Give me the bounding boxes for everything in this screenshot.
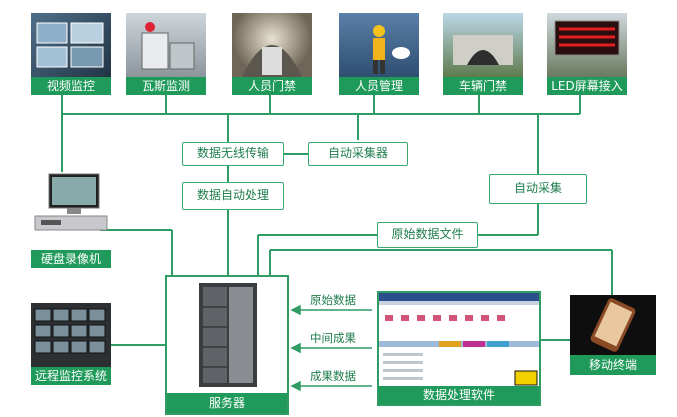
device-label-mobile: 移动终端 xyxy=(570,355,656,375)
module-label-vehicle: 车辆门禁 xyxy=(443,77,523,95)
dvr-icon xyxy=(34,173,108,231)
access-photo xyxy=(232,13,312,77)
server-icon xyxy=(199,283,257,387)
video-monitor-photo xyxy=(31,13,111,77)
module-label-led: LED屏幕接入 xyxy=(547,77,627,95)
personnel-photo xyxy=(339,13,419,77)
screens-icon xyxy=(36,22,104,68)
led-photo xyxy=(547,13,627,77)
arrow-label-mid: 中间成果 xyxy=(310,331,356,345)
worker-icon xyxy=(373,25,410,74)
device-label-dvr: 硬盘录像机 xyxy=(31,250,111,268)
server-panel: 服务器 xyxy=(165,275,289,415)
module-label-gas: 瓦斯监测 xyxy=(126,77,206,95)
auto-process-box: 数据自动处理 xyxy=(182,182,284,210)
phone-icon xyxy=(590,298,636,352)
mobile-image xyxy=(570,295,656,355)
video-wall-icon xyxy=(34,308,106,354)
gas-monitor-photo xyxy=(126,13,206,77)
device-label-server: 服务器 xyxy=(167,393,287,413)
led-screen-icon xyxy=(554,20,620,56)
wireless-transfer-box: 数据无线传输 xyxy=(182,142,284,166)
device-label-remote: 远程监控系统 xyxy=(31,367,111,385)
software-panel: 数据处理软件 xyxy=(377,291,541,406)
module-label-video: 视频监控 xyxy=(31,77,111,95)
module-label-personnel: 人员管理 xyxy=(339,77,419,95)
module-label-access: 人员门禁 xyxy=(232,77,312,95)
arrow-label-raw: 原始数据 xyxy=(310,293,356,307)
software-screenshot-icon xyxy=(379,293,539,386)
remote-monitor-image xyxy=(31,303,111,367)
arrow-label-result: 成果数据 xyxy=(310,369,356,383)
tunnel-portal-icon xyxy=(453,35,513,65)
vehicle-photo xyxy=(443,13,523,77)
dvr-image xyxy=(31,172,111,234)
device-label-software: 数据处理软件 xyxy=(379,386,539,404)
auto-collector-box: 自动采集器 xyxy=(308,142,408,166)
gas-equipment-icon xyxy=(141,22,195,70)
raw-file-box: 原始数据文件 xyxy=(377,222,478,248)
auto-collect-box: 自动采集 xyxy=(489,174,587,204)
tunnel-gate-icon xyxy=(242,45,302,77)
